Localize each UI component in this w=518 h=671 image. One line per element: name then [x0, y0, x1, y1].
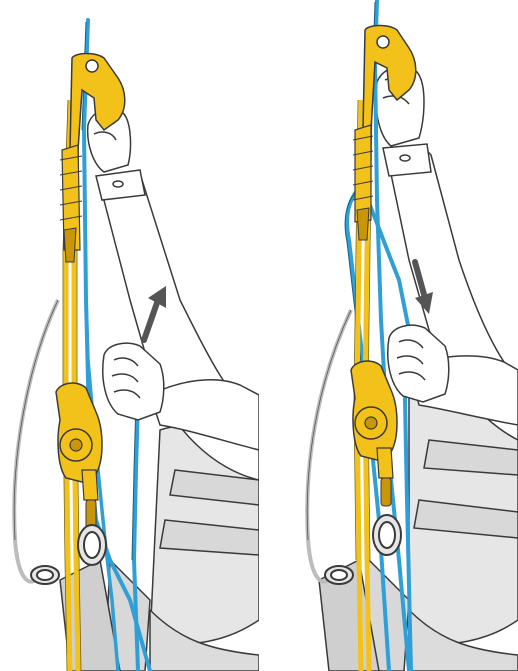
illustration-panel-pull-down	[259, 0, 518, 671]
carabiner-icon	[325, 515, 401, 584]
harness	[319, 387, 518, 671]
ascent-illustration-left	[0, 0, 259, 671]
sling-loop	[14, 300, 58, 582]
sleeve-cuff	[96, 170, 145, 200]
illustration-panel-pull-up	[0, 0, 259, 671]
sling-loop	[307, 310, 351, 582]
ascent-illustration-right	[259, 0, 518, 671]
progress-capture-pulley-icon	[56, 383, 102, 528]
sleeve-cuff	[383, 144, 431, 176]
